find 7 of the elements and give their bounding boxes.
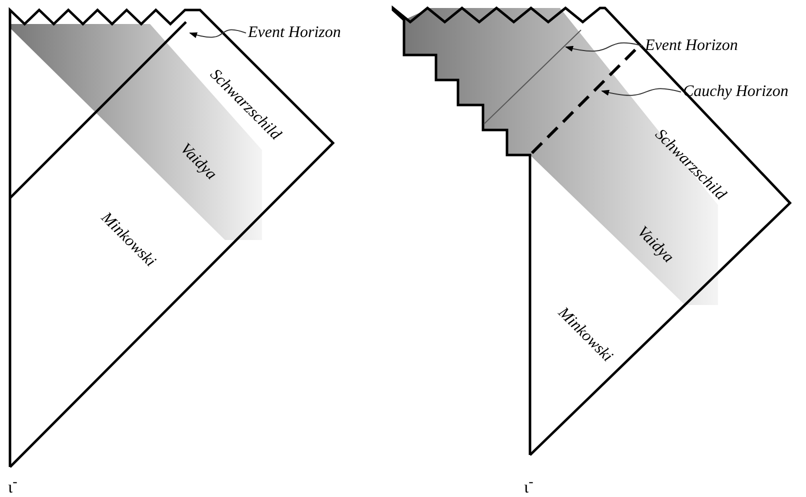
infinity-label: ι$^{-}$	[8, 473, 18, 497]
leader-line	[601, 88, 682, 96]
callout-label: Event Horizon	[645, 37, 738, 55]
infinity-label: ι$^{-}$	[524, 473, 534, 497]
leader-line	[565, 42, 644, 52]
callout-label: Event Horizon	[248, 24, 341, 42]
leader-line	[189, 29, 246, 38]
